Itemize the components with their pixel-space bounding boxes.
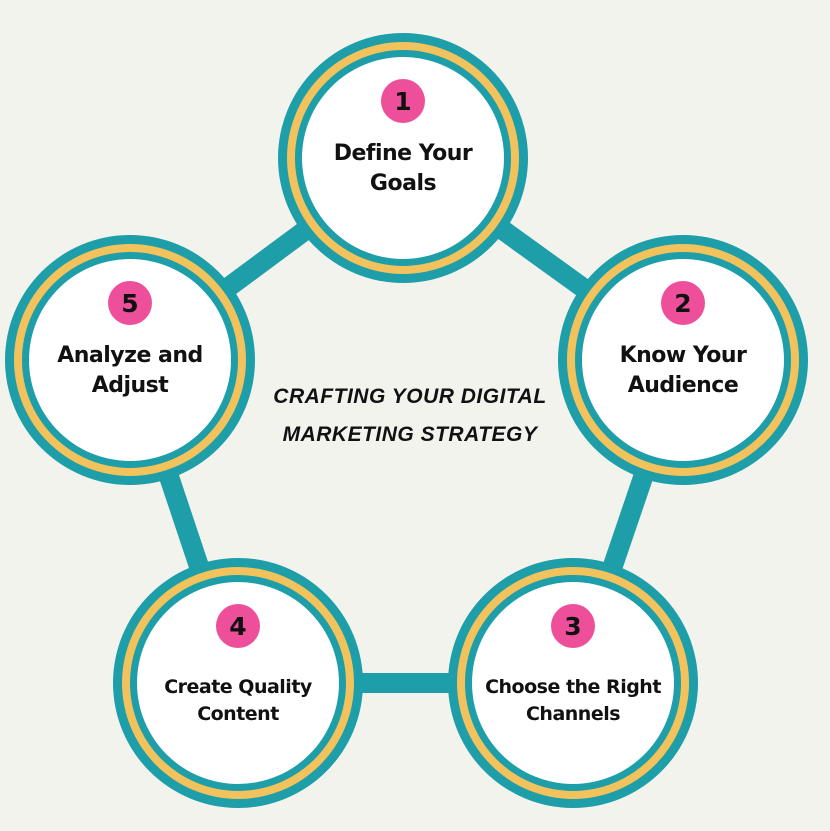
step-4-create-content: 4 Create Quality Content (113, 558, 363, 808)
step-number-badge: 4 (216, 604, 260, 648)
step-label: Analyze and Adjust (57, 343, 203, 398)
step-label: Define Your Goals (333, 141, 473, 196)
step-1-define-goals: 1 Define Your Goals (278, 33, 528, 283)
step-number-badge: 5 (108, 281, 152, 325)
step-number-badge: 1 (381, 79, 425, 123)
step-number-badge: 3 (551, 604, 595, 648)
step-5-analyze-adjust: 5 Analyze and Adjust (5, 235, 255, 485)
step-2-know-audience: 2 Know Your Audience (558, 235, 808, 485)
step-number-badge: 2 (661, 281, 705, 325)
step-label: Create Quality Content (164, 676, 312, 725)
step-label: Choose the Right Channels (485, 676, 661, 725)
step-3-choose-channels: 3 Choose the Right Channels (448, 558, 698, 808)
diagram-title: CRAFTING YOUR DIGITAL MARKETING STRATEGY (273, 385, 547, 446)
step-label: Know Your Audience (619, 343, 747, 398)
